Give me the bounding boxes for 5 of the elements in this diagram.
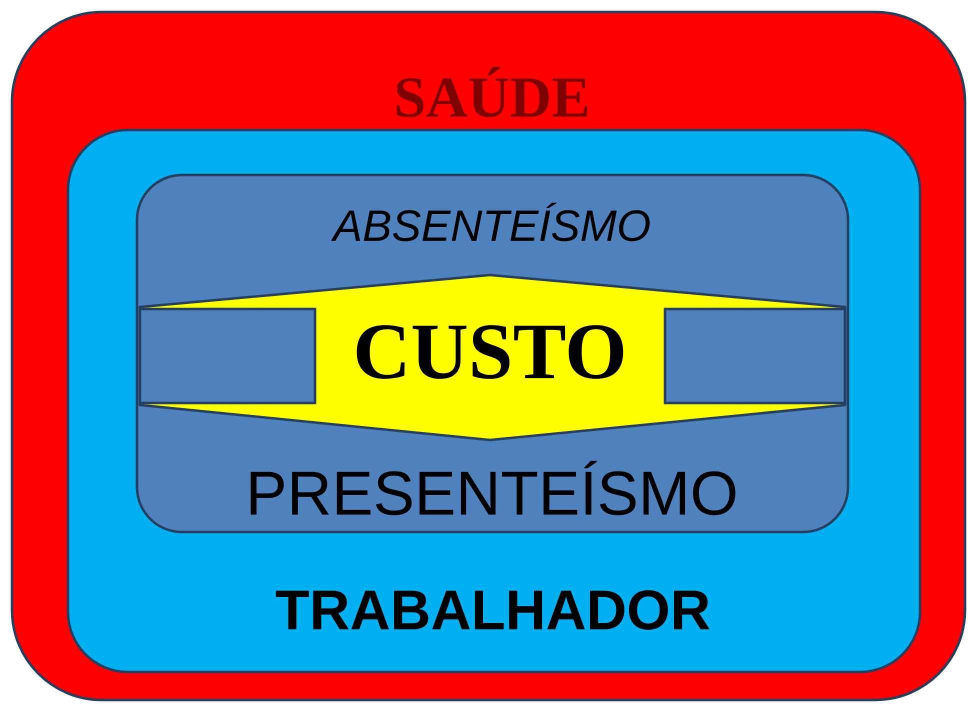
label-text: TRABALHADOR [276,590,710,630]
label-text: ABSENTEÍSMO [330,202,650,242]
heading-text: SAÚDE [396,66,588,118]
banner-text: CUSTO [356,325,624,379]
label-text: PRESENTEÍSMO [250,460,736,516]
